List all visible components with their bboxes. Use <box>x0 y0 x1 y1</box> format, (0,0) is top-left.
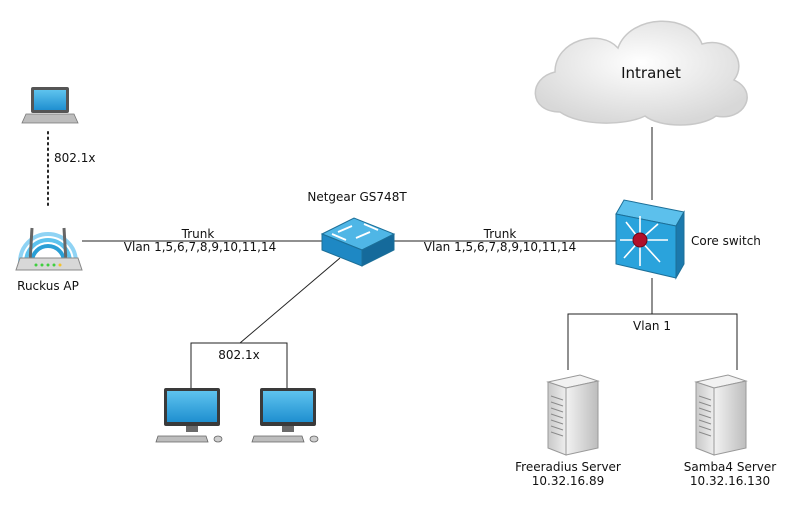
core-switch-label: Core switch <box>691 234 761 248</box>
access-switch-label: Netgear GS748T <box>307 190 407 204</box>
trunk-left-line1: Trunk <box>181 227 215 241</box>
freeradius-server-icon <box>546 374 600 456</box>
laptop-link-label: 802.1x <box>54 151 96 165</box>
trunk-right-line1: Trunk <box>483 227 517 241</box>
workstation-right-icon <box>251 388 319 443</box>
workstation-left-icon <box>155 388 223 443</box>
intranet-cloud-icon <box>534 20 748 126</box>
samba4-server-name: Samba4 Server <box>683 460 777 474</box>
ap-label: Ruckus AP <box>17 279 79 293</box>
freeradius-server-ip: 10.32.16.89 <box>531 474 605 488</box>
server-vlan-label: Vlan 1 <box>633 319 671 333</box>
trunk-right-line2: Vlan 1,5,6,7,8,9,10,11,14 <box>423 240 577 254</box>
workstations-link-label: 802.1x <box>218 348 260 362</box>
server-bus <box>567 313 738 370</box>
laptop-icon <box>21 87 79 124</box>
freeradius-server-name: Freeradius Server <box>515 460 621 474</box>
samba4-server-ip: 10.32.16.130 <box>689 474 771 488</box>
trunk-left-line2: Vlan 1,5,6,7,8,9,10,11,14 <box>123 240 277 254</box>
samba4-server-icon <box>694 374 748 456</box>
wireless-ap-icon <box>15 227 83 271</box>
link-switch-workstations <box>239 257 341 344</box>
workstation-bus <box>190 342 288 388</box>
cloud-label: Intranet <box>621 64 681 82</box>
connections <box>47 127 738 388</box>
access-switch-icon <box>320 217 396 267</box>
core-switch-icon <box>615 199 685 280</box>
